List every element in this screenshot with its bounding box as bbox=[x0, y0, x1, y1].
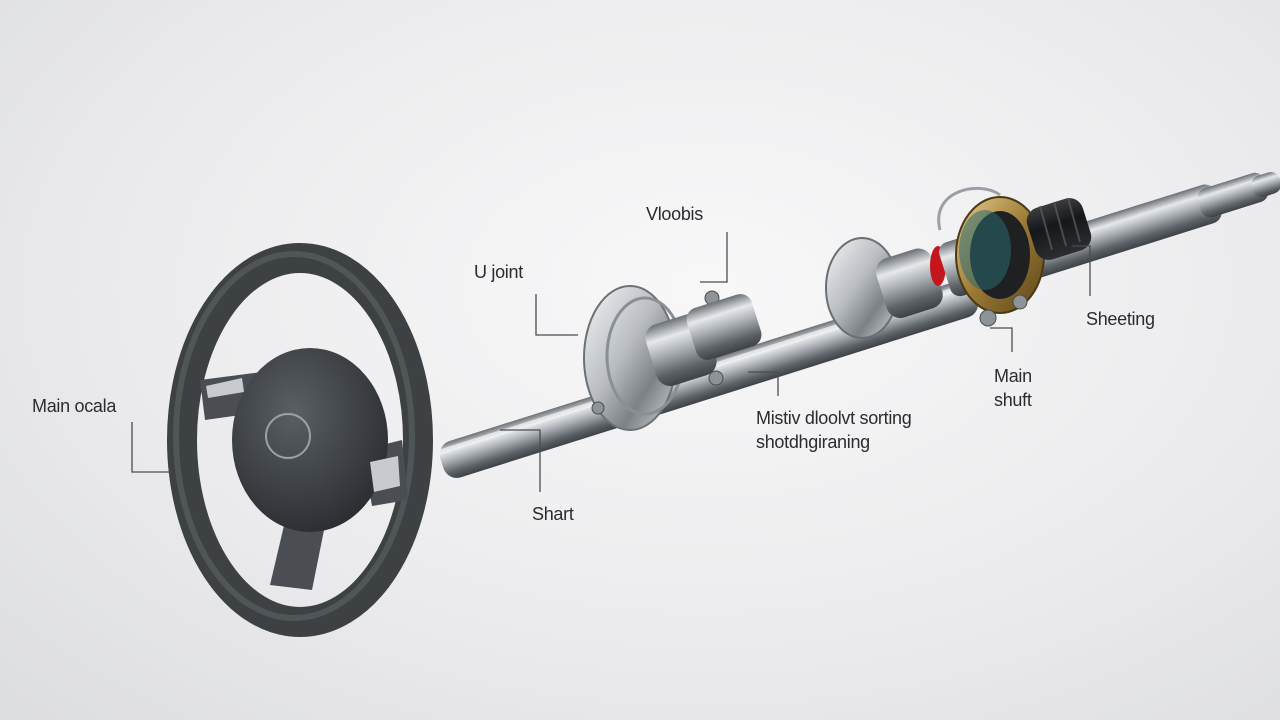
label-mistiv-dloolvt-sorting: Mistiv dloolvt sorting shotdhgiraning bbox=[756, 408, 912, 452]
upper-shaft bbox=[1006, 172, 1280, 283]
leader-main-ocala bbox=[131, 422, 172, 473]
label-main-ocala: Main ocala bbox=[32, 396, 117, 416]
u-joint bbox=[583, 285, 724, 431]
leader-sheeting bbox=[1072, 245, 1091, 296]
leader-main-shuft bbox=[990, 327, 1013, 352]
leader-u-joint bbox=[535, 294, 578, 336]
shaft-collar bbox=[686, 294, 762, 360]
label-u-joint: U joint bbox=[474, 262, 523, 282]
steering-wheel bbox=[167, 243, 433, 637]
label-sheeting: Sheeting bbox=[1086, 309, 1155, 329]
label-vloobis: Vloobis bbox=[646, 204, 703, 224]
leader-lines bbox=[131, 232, 1091, 492]
bearing-assembly bbox=[937, 186, 1045, 327]
rubber-boot bbox=[1026, 197, 1092, 260]
label-shart: Shart bbox=[532, 504, 574, 524]
label-main-shuft: Main shuft bbox=[994, 366, 1032, 410]
leader-mistiv bbox=[748, 371, 779, 396]
leader-shart bbox=[500, 429, 541, 492]
leader-vloobis bbox=[700, 232, 728, 283]
